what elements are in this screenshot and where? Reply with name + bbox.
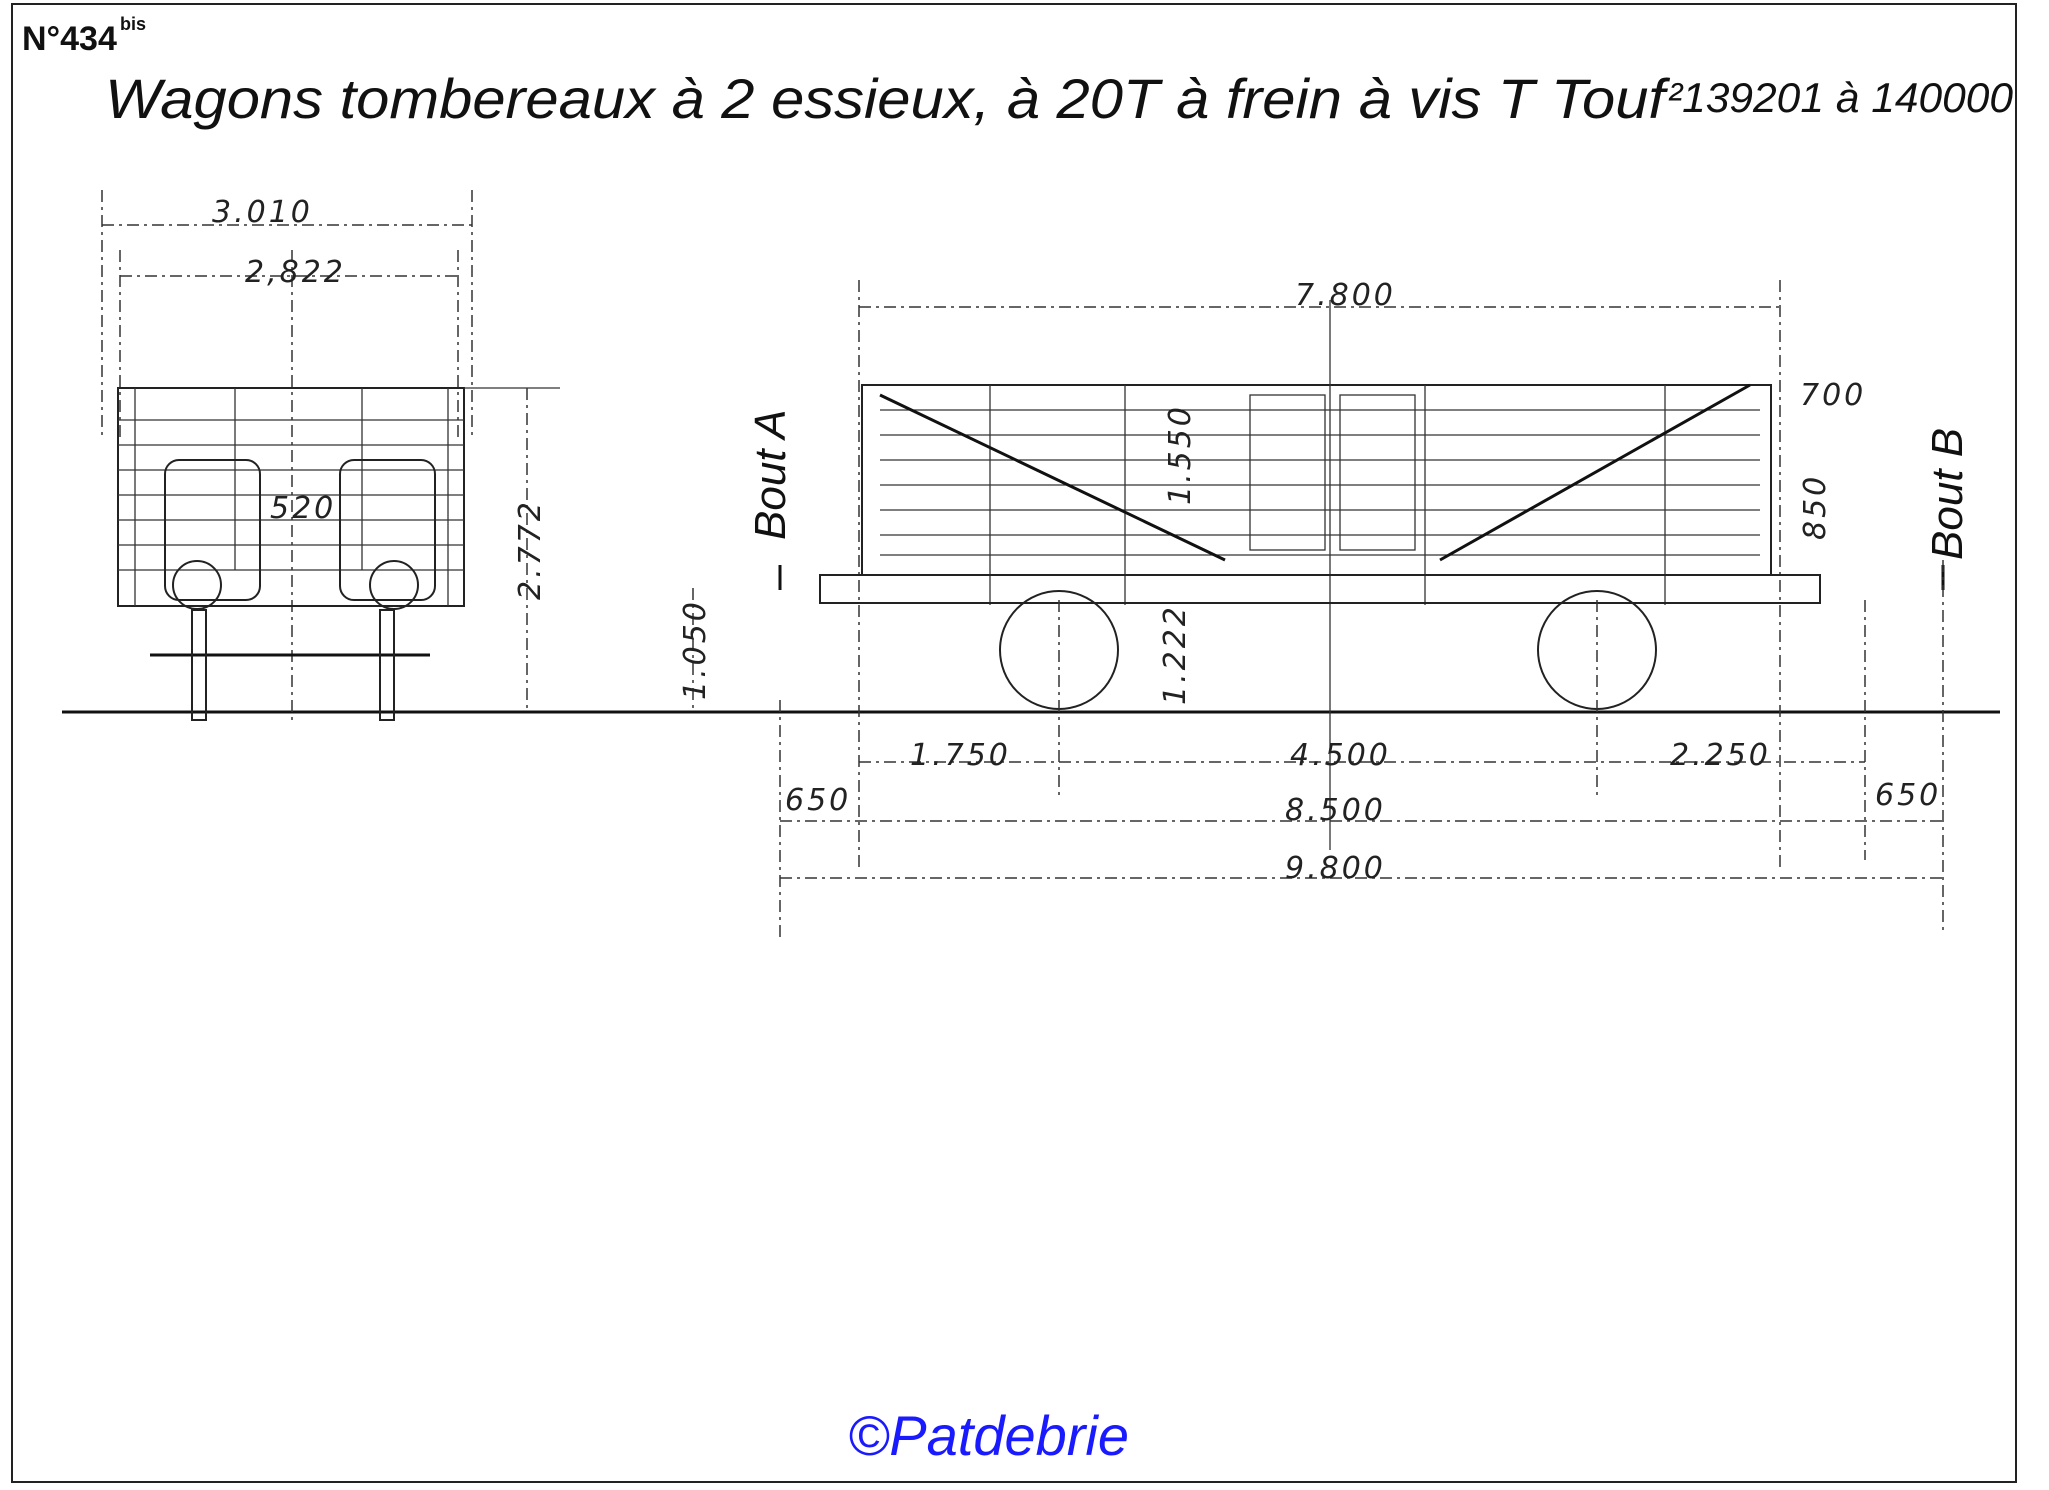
- dim-overhang-left: 1.750: [910, 738, 1011, 773]
- dim-1222: 1.222: [1158, 604, 1193, 705]
- dim-frame-length: 8.500: [1285, 793, 1386, 828]
- dim-end-width-overall: 3.010: [212, 195, 313, 230]
- dim-buffer-right: 650: [1875, 778, 1941, 813]
- dim-1550: 1.550: [1163, 404, 1198, 505]
- drawing-title: Wagons tombereaux à 2 essieux, à 20T à f…: [105, 67, 1671, 130]
- dim-end-height: 2.772: [513, 499, 548, 600]
- drawing-title-range: ²139201 à 140000: [1668, 74, 2014, 121]
- end-b-label: Bout B: [1923, 428, 1972, 560]
- end-a-label: Bout A: [746, 410, 795, 540]
- end-view: [101, 190, 560, 721]
- dim-buffer-left: 650: [785, 783, 851, 818]
- drawing-number-suffix: bis: [120, 14, 146, 34]
- side-view: [692, 280, 1945, 940]
- dim-wheelbase: 4.500: [1290, 738, 1391, 773]
- dim-buffer-spacing: 520: [270, 491, 336, 526]
- dim-body-length: 7.800: [1295, 278, 1396, 313]
- dim-850: 850: [1798, 474, 1833, 540]
- sheet-border: [11, 3, 2017, 1483]
- dim-overhang-right: 2.250: [1670, 738, 1771, 773]
- dim-buffer-height: 1.050: [678, 599, 713, 700]
- dim-end-width-body: 2,822: [245, 255, 346, 290]
- drawing-number: N°434: [22, 20, 117, 58]
- watermark: ©Patdebrie: [848, 1404, 1129, 1467]
- dim-length-overall: 9.800: [1285, 851, 1386, 886]
- dim-700: 700: [1800, 378, 1866, 413]
